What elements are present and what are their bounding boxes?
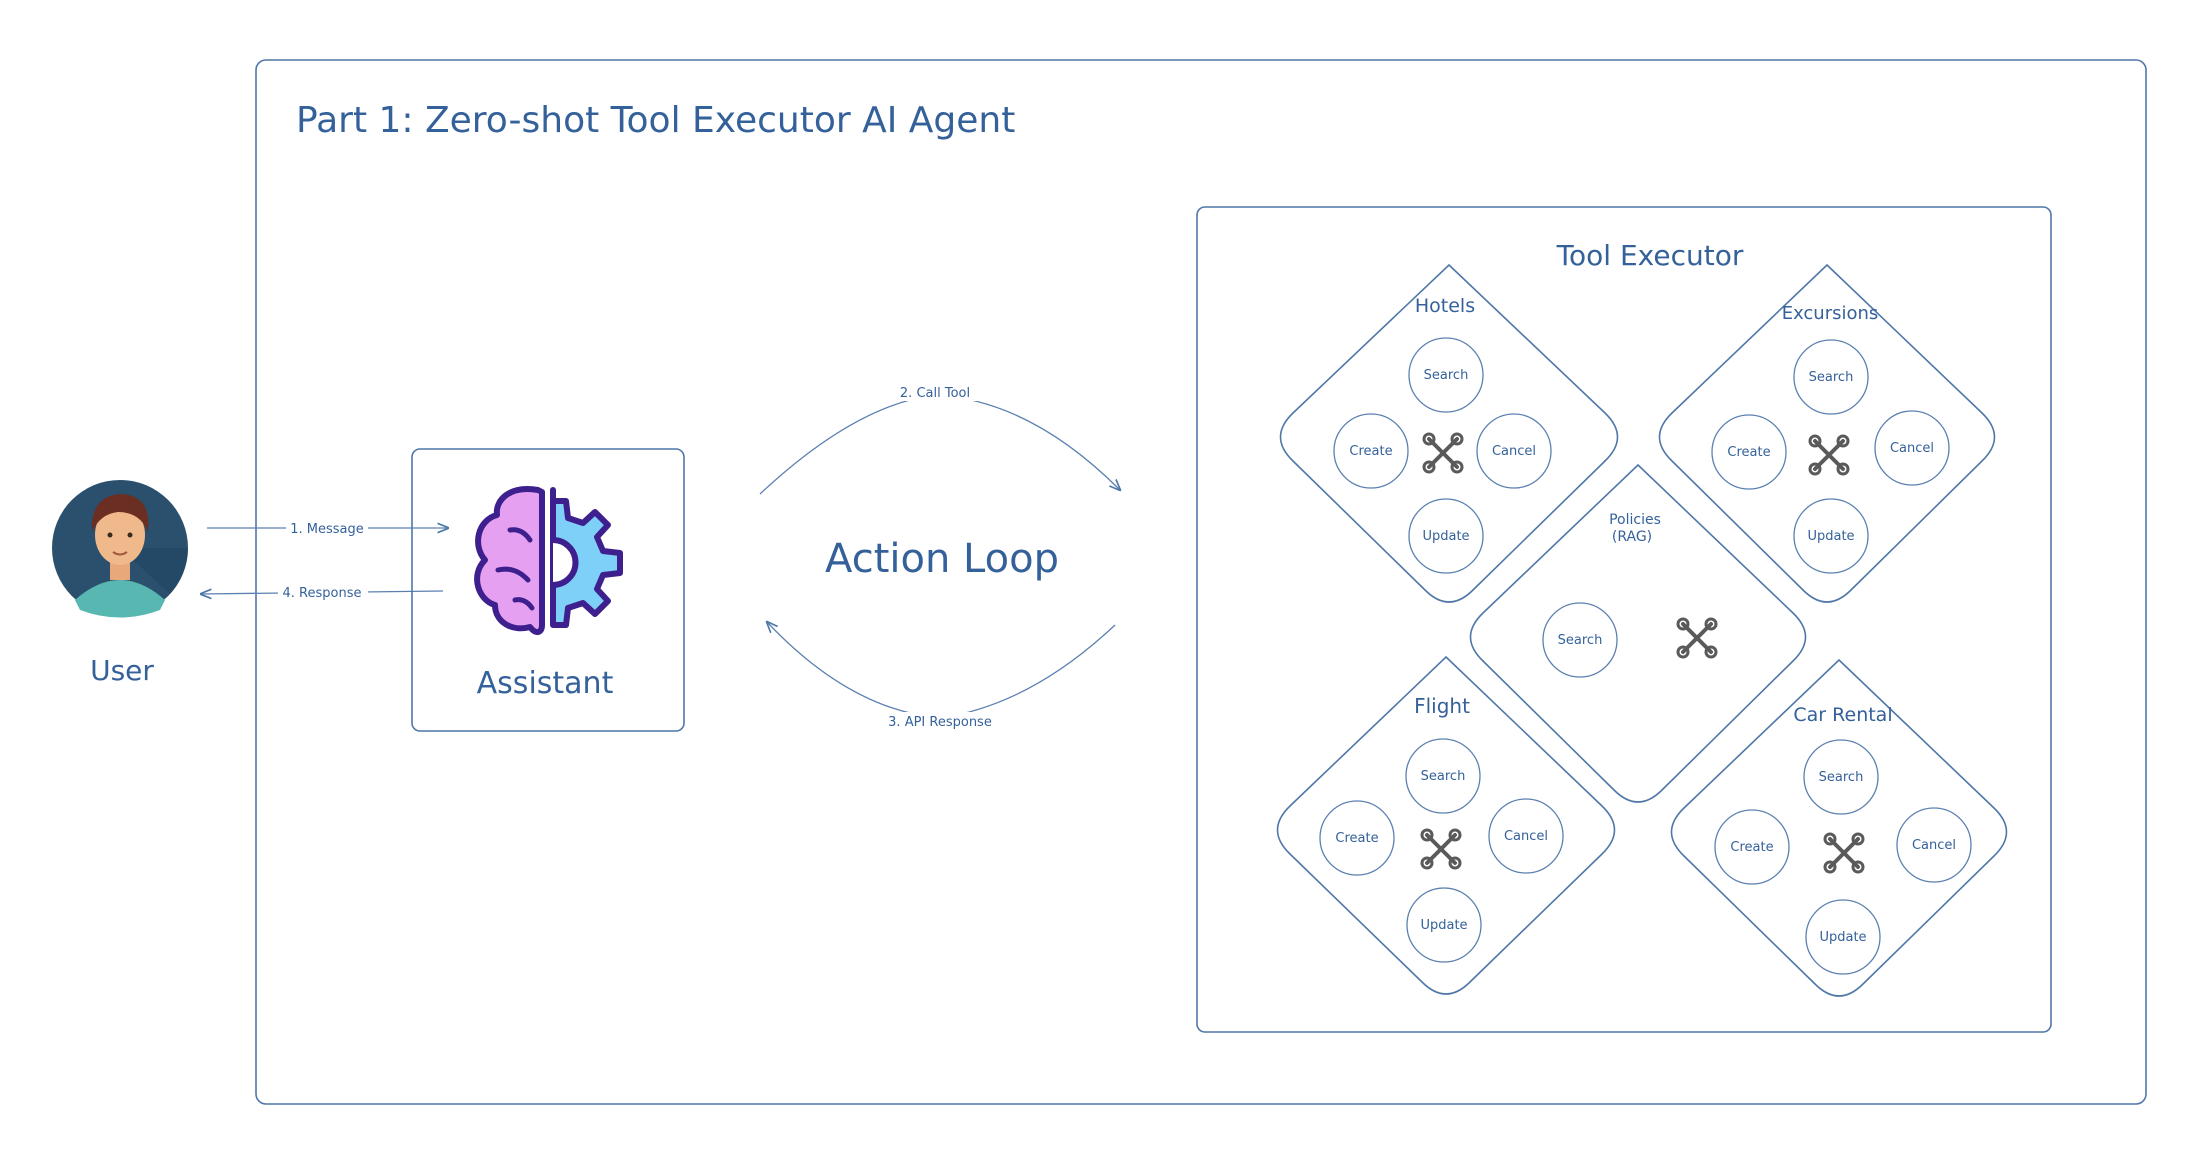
flight-create-node[interactable]: Create [1319,800,1395,876]
hotels-update-node[interactable]: Update [1408,498,1484,574]
policies-search-node[interactable]: Search [1542,602,1618,678]
car-rental-group: Car Rental Search Create Cancel Update [1670,658,2008,997]
policies-title-line2: (RAG) [1612,529,1652,545]
tool-executor-box [1196,206,2052,1033]
flight-update-node[interactable]: Update [1406,887,1482,963]
tool-executor-title: Tool Executor [1556,239,1744,272]
car-rental-title: Car Rental [1793,704,1892,726]
hotels-title: Hotels [1415,295,1475,317]
excursions-create-label: Create [1727,445,1770,460]
car-rental-tools-icon [1823,832,1865,874]
excursions-search-node[interactable]: Search [1793,339,1869,415]
assistant-box [411,448,685,732]
flight-title: Flight [1414,694,1470,718]
hotels-group: Hotels Search Create Cancel Update [1279,263,1619,603]
flight-cancel-node[interactable]: Cancel [1488,798,1564,874]
user-avatar-icon [52,480,188,618]
car-rental-cancel-label: Cancel [1912,838,1956,853]
excursions-group: Excursions Search Create Cancel Update [1658,263,1996,603]
flight-create-label: Create [1335,831,1378,846]
hotels-update-label: Update [1422,529,1469,544]
flight-cancel-label: Cancel [1504,829,1548,844]
flight-search-node[interactable]: Search [1405,738,1481,814]
assistant-label: Assistant [477,666,614,701]
hotels-create-node[interactable]: Create [1333,413,1409,489]
response-arrow-label: 4. Response [283,586,362,601]
outer-frame [255,59,2147,1105]
excursions-cancel-label: Cancel [1890,441,1934,456]
excursions-update-label: Update [1807,529,1854,544]
policies-search-label: Search [1558,633,1603,648]
hotels-cancel-label: Cancel [1492,444,1536,459]
excursions-title: Excursions [1782,303,1879,324]
api-response-label: 3. API Response [888,715,992,730]
hotels-cancel-node[interactable]: Cancel [1476,413,1552,489]
car-rental-cancel-node[interactable]: Cancel [1896,807,1972,883]
user-label: User [90,654,154,687]
policies-title-line1: Policies [1609,512,1661,528]
excursions-cancel-node[interactable]: Cancel [1874,410,1950,486]
hotels-search-node[interactable]: Search [1408,337,1484,413]
api-response-arrow [767,622,1116,719]
hotels-search-label: Search [1424,368,1469,383]
excursions-update-node[interactable]: Update [1793,498,1869,574]
message-arrow-label: 1. Message [290,522,364,537]
car-rental-create-node[interactable]: Create [1714,809,1790,885]
car-rental-create-label: Create [1730,840,1773,855]
call-tool-arrow [759,394,1120,495]
policies-group: Policies (RAG) Search [1469,463,1807,803]
call-tool-label: 2. Call Tool [900,386,970,401]
policies-tools-icon [1676,617,1718,659]
excursions-create-node[interactable]: Create [1711,414,1787,490]
hotels-create-label: Create [1349,444,1392,459]
brain-gear-icon [474,486,623,635]
hotels-tools-icon [1422,432,1464,474]
car-rental-update-label: Update [1819,930,1866,945]
car-rental-search-label: Search [1819,770,1864,785]
excursions-search-label: Search [1809,370,1854,385]
flight-group: Flight Search Create Cancel Update [1276,655,1616,995]
action-loop-label: Action Loop [825,536,1059,582]
car-rental-search-node[interactable]: Search [1803,739,1879,815]
flight-search-label: Search [1421,769,1466,784]
excursions-tools-icon [1808,434,1850,476]
flight-tools-icon [1420,828,1462,870]
car-rental-update-node[interactable]: Update [1805,899,1881,975]
flight-update-label: Update [1420,918,1467,933]
page-title: Part 1: Zero-shot Tool Executor AI Agent [296,100,1015,141]
